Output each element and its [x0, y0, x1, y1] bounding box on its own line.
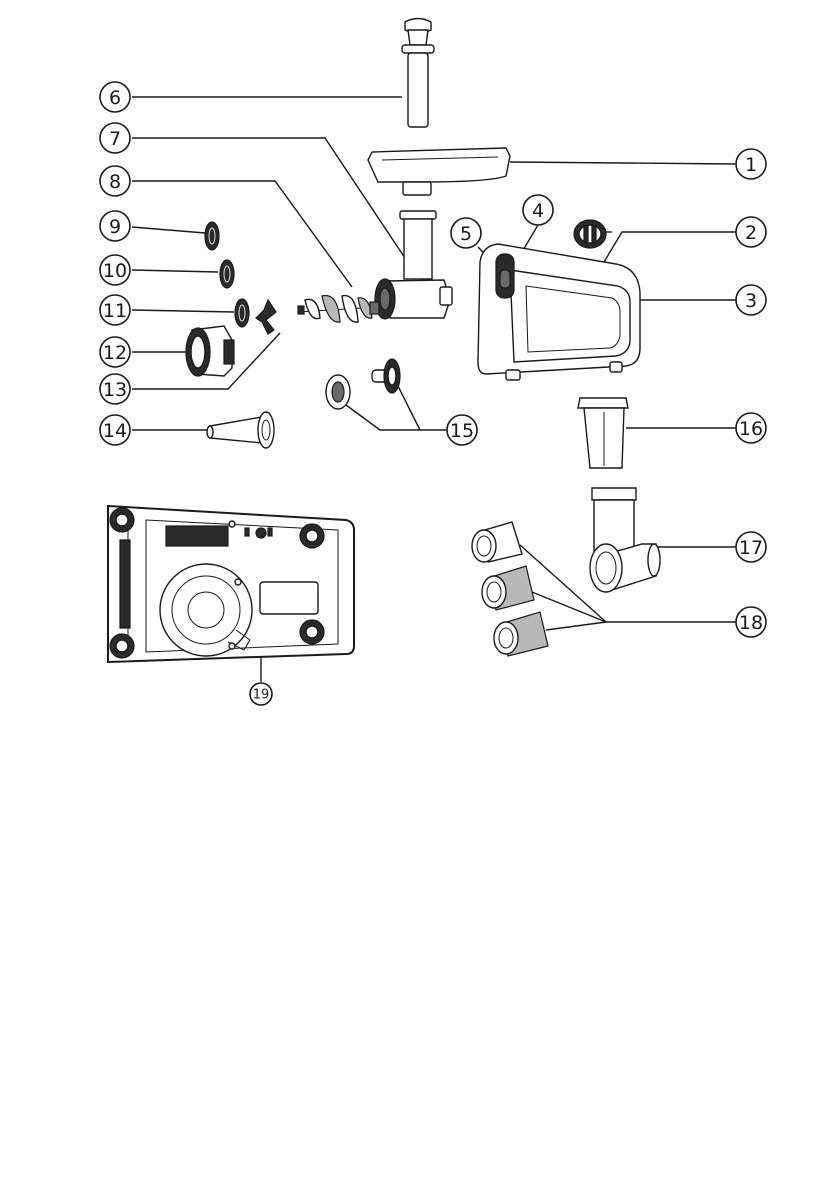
callout-7: 7 — [100, 123, 130, 153]
svg-text:3: 3 — [745, 290, 757, 312]
svg-text:15: 15 — [450, 420, 474, 442]
part-base-underside — [108, 506, 354, 662]
part-slicer-drums — [472, 522, 548, 656]
svg-text:18: 18 — [739, 612, 763, 634]
callout-6: 6 — [100, 82, 130, 112]
part-slicer-housing — [590, 488, 660, 592]
callout-18: 18 — [736, 607, 766, 637]
svg-text:1: 1 — [745, 154, 757, 176]
callout-10: 10 — [100, 255, 130, 285]
callout-11: 11 — [100, 295, 130, 325]
callout-12: 12 — [100, 337, 130, 367]
part-cutting-plate-coarse — [235, 299, 249, 327]
part-cutting-blade — [256, 300, 276, 334]
part-kibbe-attachment — [326, 359, 400, 409]
svg-text:10: 10 — [103, 260, 127, 282]
svg-text:13: 13 — [103, 379, 127, 401]
part-grinder-head — [375, 211, 452, 319]
svg-text:7: 7 — [109, 128, 121, 150]
part-tray — [368, 148, 510, 195]
part-motor-housing — [478, 244, 640, 380]
callout-14: 14 — [100, 415, 130, 445]
callout-4: 4 — [523, 195, 553, 225]
vent-slots-top — [166, 526, 228, 546]
callout-16: 16 — [736, 413, 766, 443]
callout-17: 17 — [736, 532, 766, 562]
svg-text:17: 17 — [739, 537, 763, 559]
callout-9: 9 — [100, 211, 130, 241]
part-sausage-tube — [207, 412, 274, 448]
part-auger — [298, 296, 379, 323]
callout-19: 19 — [250, 683, 272, 705]
svg-text:14: 14 — [103, 420, 127, 442]
part-slicer-pusher — [578, 398, 628, 468]
part-pusher — [402, 19, 434, 128]
callout-3: 3 — [736, 285, 766, 315]
svg-text:8: 8 — [109, 171, 121, 193]
callout-5: 5 — [451, 218, 481, 248]
callout-15: 15 — [447, 415, 477, 445]
callout-13: 13 — [100, 374, 130, 404]
svg-text:4: 4 — [532, 200, 544, 222]
part-ring-nut — [186, 326, 234, 376]
part-cutting-plate-fine — [205, 222, 219, 250]
part-cutting-plate-medium — [220, 260, 234, 288]
svg-text:19: 19 — [253, 688, 270, 703]
vent-slots-left — [120, 540, 130, 628]
callout-1: 1 — [736, 149, 766, 179]
svg-text:5: 5 — [460, 223, 472, 245]
svg-text:2: 2 — [745, 222, 757, 244]
svg-text:11: 11 — [103, 300, 127, 322]
part-control-knob — [574, 220, 606, 248]
svg-text:12: 12 — [103, 342, 127, 364]
svg-text:9: 9 — [109, 216, 121, 238]
callout-2: 2 — [736, 217, 766, 247]
svg-text:16: 16 — [739, 418, 763, 440]
svg-text:6: 6 — [109, 87, 121, 109]
callout-8: 8 — [100, 166, 130, 196]
